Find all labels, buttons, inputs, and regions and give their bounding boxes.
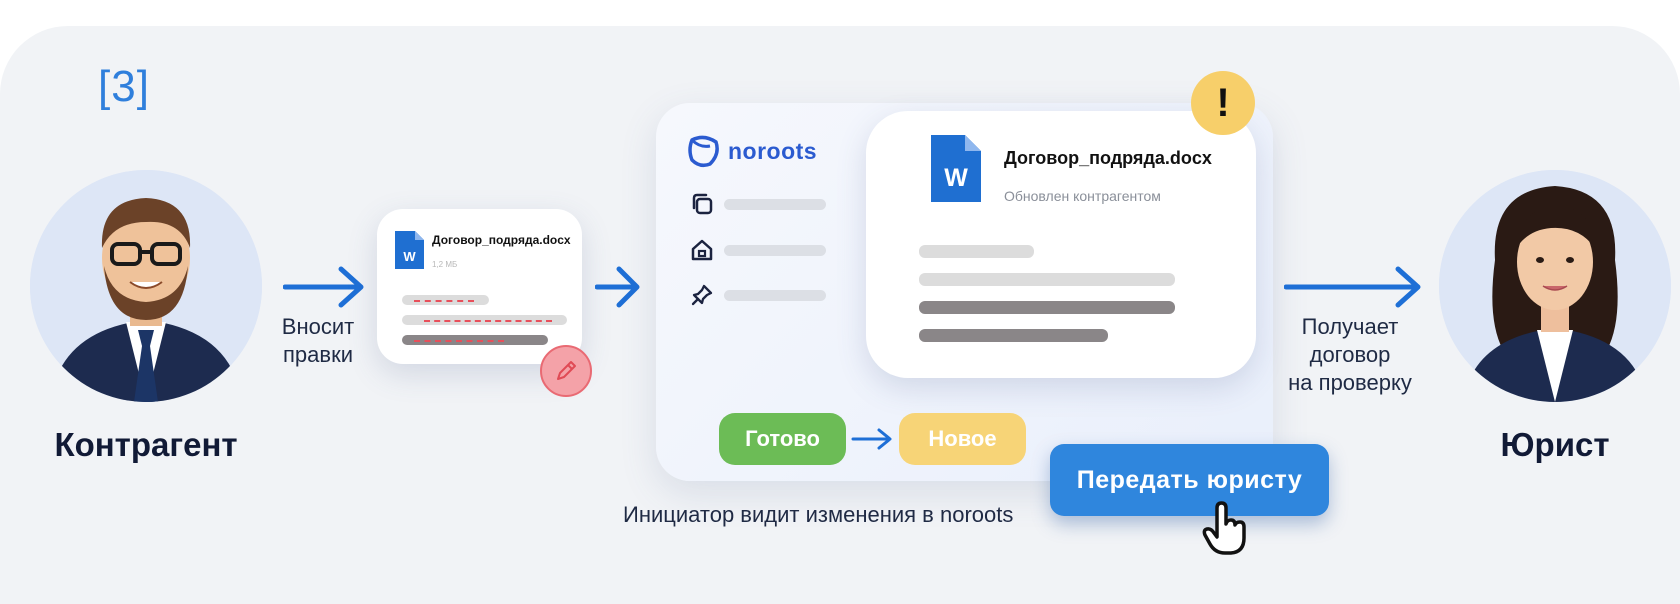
- sidebar-item-home[interactable]: [690, 238, 826, 262]
- status-done-badge: Готово: [719, 413, 846, 465]
- edited-document-card: W Договор_подряда.docx 1,2 МБ: [377, 209, 582, 364]
- lawyer-label: Юрист: [1500, 426, 1610, 463]
- brand-name: noroots: [728, 137, 818, 164]
- hand-pointer-icon: [1202, 501, 1246, 555]
- word-doc-icon: W: [395, 231, 424, 269]
- sidebar-placeholder-line: [724, 198, 826, 210]
- edit-mark: [414, 300, 474, 302]
- edits-caption-line2: правки: [283, 342, 353, 367]
- word-doc-letter: W: [403, 249, 416, 264]
- counterparty-label: Контрагент: [54, 426, 238, 463]
- noroots-brand: noroots: [686, 134, 817, 168]
- word-doc-letter: W: [944, 164, 968, 192]
- sidebar-placeholder-line: [724, 244, 826, 256]
- document-filename: Договор_подряда.docx: [1004, 148, 1212, 168]
- pencil-icon: [540, 345, 592, 397]
- arrow-right-icon: [1284, 266, 1421, 308]
- sidebar-item-documents[interactable]: [690, 192, 826, 216]
- noroots-logo-icon: [688, 135, 719, 168]
- copy-icon: [692, 193, 713, 215]
- small-doc-filename: Договор_подряда.docx: [432, 233, 571, 247]
- lawyer-avatar: [1439, 170, 1671, 402]
- step-number: [3]: [98, 62, 150, 111]
- home-icon: [691, 239, 713, 261]
- review-caption-line1: Получает: [1301, 314, 1399, 339]
- document-status: Обновлен контрагентом: [1004, 188, 1161, 204]
- text-line: [919, 301, 1175, 314]
- edit-mark: [424, 320, 552, 322]
- send-to-lawyer-button[interactable]: Передать юристу: [1050, 444, 1329, 516]
- word-doc-icon: W: [931, 135, 981, 202]
- sidebar-item-pinned[interactable]: [690, 283, 826, 307]
- review-caption: Получает договор на проверку: [1268, 313, 1432, 397]
- edits-caption-line1: Вносит: [281, 314, 355, 339]
- text-line: [919, 245, 1034, 258]
- sidebar-placeholder-line: [724, 289, 826, 301]
- arrow-right-icon: [283, 266, 364, 308]
- edits-caption: Вносит правки: [268, 313, 368, 369]
- review-caption-line2: договор: [1309, 342, 1391, 367]
- alert-badge: !: [1191, 71, 1255, 135]
- edit-mark: [414, 340, 504, 342]
- arrow-right-icon: [851, 428, 892, 450]
- arrow-right-icon: [595, 266, 640, 308]
- counterparty-avatar: [30, 170, 262, 402]
- text-line: [919, 329, 1108, 342]
- pin-icon: [691, 284, 713, 306]
- status-new-badge: Новое: [899, 413, 1026, 465]
- text-line: [919, 273, 1175, 286]
- review-caption-line3: на проверку: [1288, 370, 1412, 395]
- small-doc-size: 1,2 МБ: [432, 260, 458, 269]
- app-caption: Инициатор видит изменения в noroots: [623, 502, 1014, 527]
